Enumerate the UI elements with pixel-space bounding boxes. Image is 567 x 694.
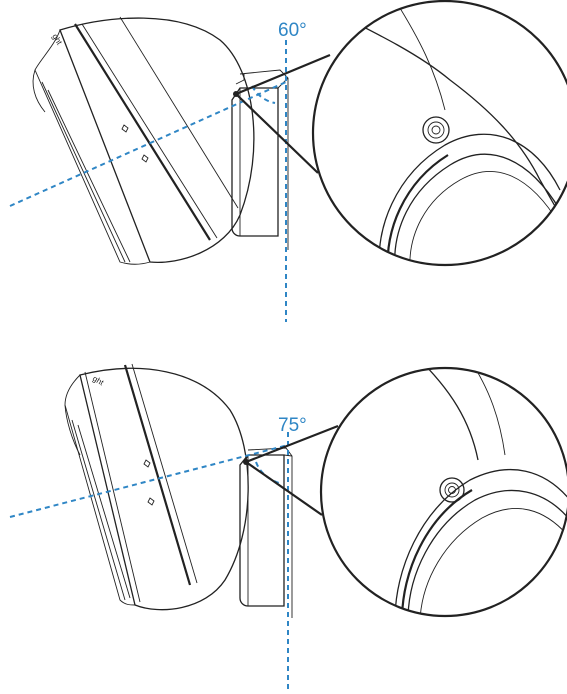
magnifier-detail-bottom bbox=[319, 366, 567, 618]
callout-wedge-top bbox=[235, 53, 331, 174]
diagram-60-degree: ght 60° bbox=[9, 0, 567, 322]
diagram-75-degree: ght 75° bbox=[9, 363, 567, 690]
angle-label-75: 75° bbox=[278, 415, 307, 436]
magnifier-detail-top bbox=[311, 0, 567, 267]
callout-wedge-bottom bbox=[245, 424, 339, 516]
angle-label-60: 60° bbox=[278, 20, 307, 41]
angle-guides-bottom: 75° bbox=[9, 415, 307, 690]
tilt-angle-line bbox=[9, 81, 287, 207]
angle-arc bbox=[251, 85, 276, 104]
angle-guides-top: 60° bbox=[9, 20, 307, 322]
wall-mount-bracket-bottom bbox=[239, 447, 293, 618]
tilt-angle-line-bottom bbox=[9, 444, 289, 518]
camera-body-top: ght bbox=[32, 16, 255, 265]
camera-body-bottom: ght bbox=[64, 363, 249, 611]
angle-arc-bottom bbox=[255, 461, 283, 485]
brand-logo-fragment-bottom: ght bbox=[91, 374, 106, 388]
